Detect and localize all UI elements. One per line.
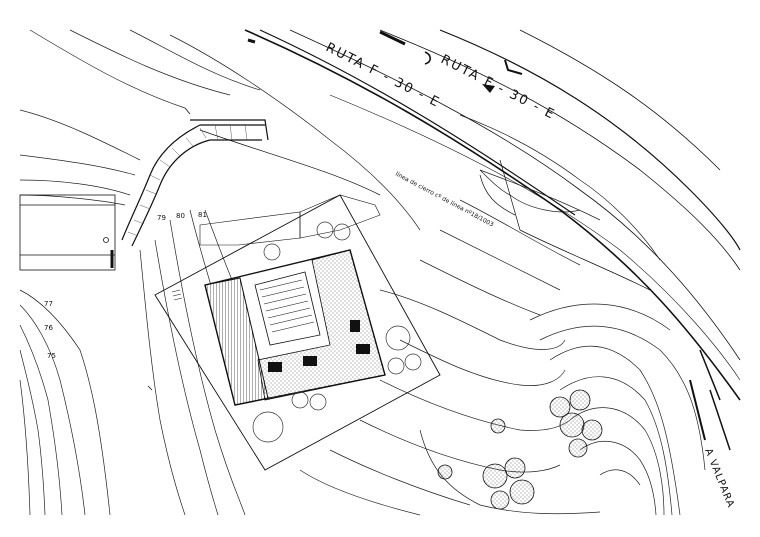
trees-dense xyxy=(437,389,603,510)
closure-line-label: línea de cierro cº de línea nº18/1003 xyxy=(394,171,495,229)
contour-label-76: 76 xyxy=(44,324,53,332)
chimney-3 xyxy=(303,356,317,366)
contour-label-79: 79 xyxy=(157,214,166,222)
courtyard-pattern xyxy=(257,249,386,401)
patio xyxy=(254,271,321,346)
bridge-hatch xyxy=(127,124,248,237)
contour-lines xyxy=(19,29,706,516)
direction-arrow xyxy=(482,84,495,93)
plot-inner xyxy=(199,211,301,246)
house xyxy=(204,249,386,406)
contour-label-80: 80 xyxy=(176,212,185,220)
trees xyxy=(252,221,422,443)
entry-steps xyxy=(171,289,183,301)
chimney-1 xyxy=(350,320,360,332)
road-lines xyxy=(199,29,741,401)
upper-terrace xyxy=(299,194,381,239)
plot-boundary xyxy=(154,194,441,471)
chimney-2 xyxy=(356,344,370,354)
contour-label-75: 75 xyxy=(47,352,56,360)
survey-ticks xyxy=(147,107,191,391)
contour-label-77: 77 xyxy=(44,300,53,308)
road-arrow xyxy=(504,59,523,75)
neighbor-building xyxy=(19,194,116,271)
contour-label-81: 81 xyxy=(198,211,207,219)
staircase xyxy=(259,279,315,333)
road-label-2: RUTA F - 30 - E xyxy=(438,52,558,123)
access-bridge xyxy=(121,119,269,247)
destination-label: A VALPARA xyxy=(702,447,736,510)
chimney-4 xyxy=(268,362,282,372)
road-markings xyxy=(247,30,731,451)
road-arrow-2 xyxy=(424,51,432,65)
